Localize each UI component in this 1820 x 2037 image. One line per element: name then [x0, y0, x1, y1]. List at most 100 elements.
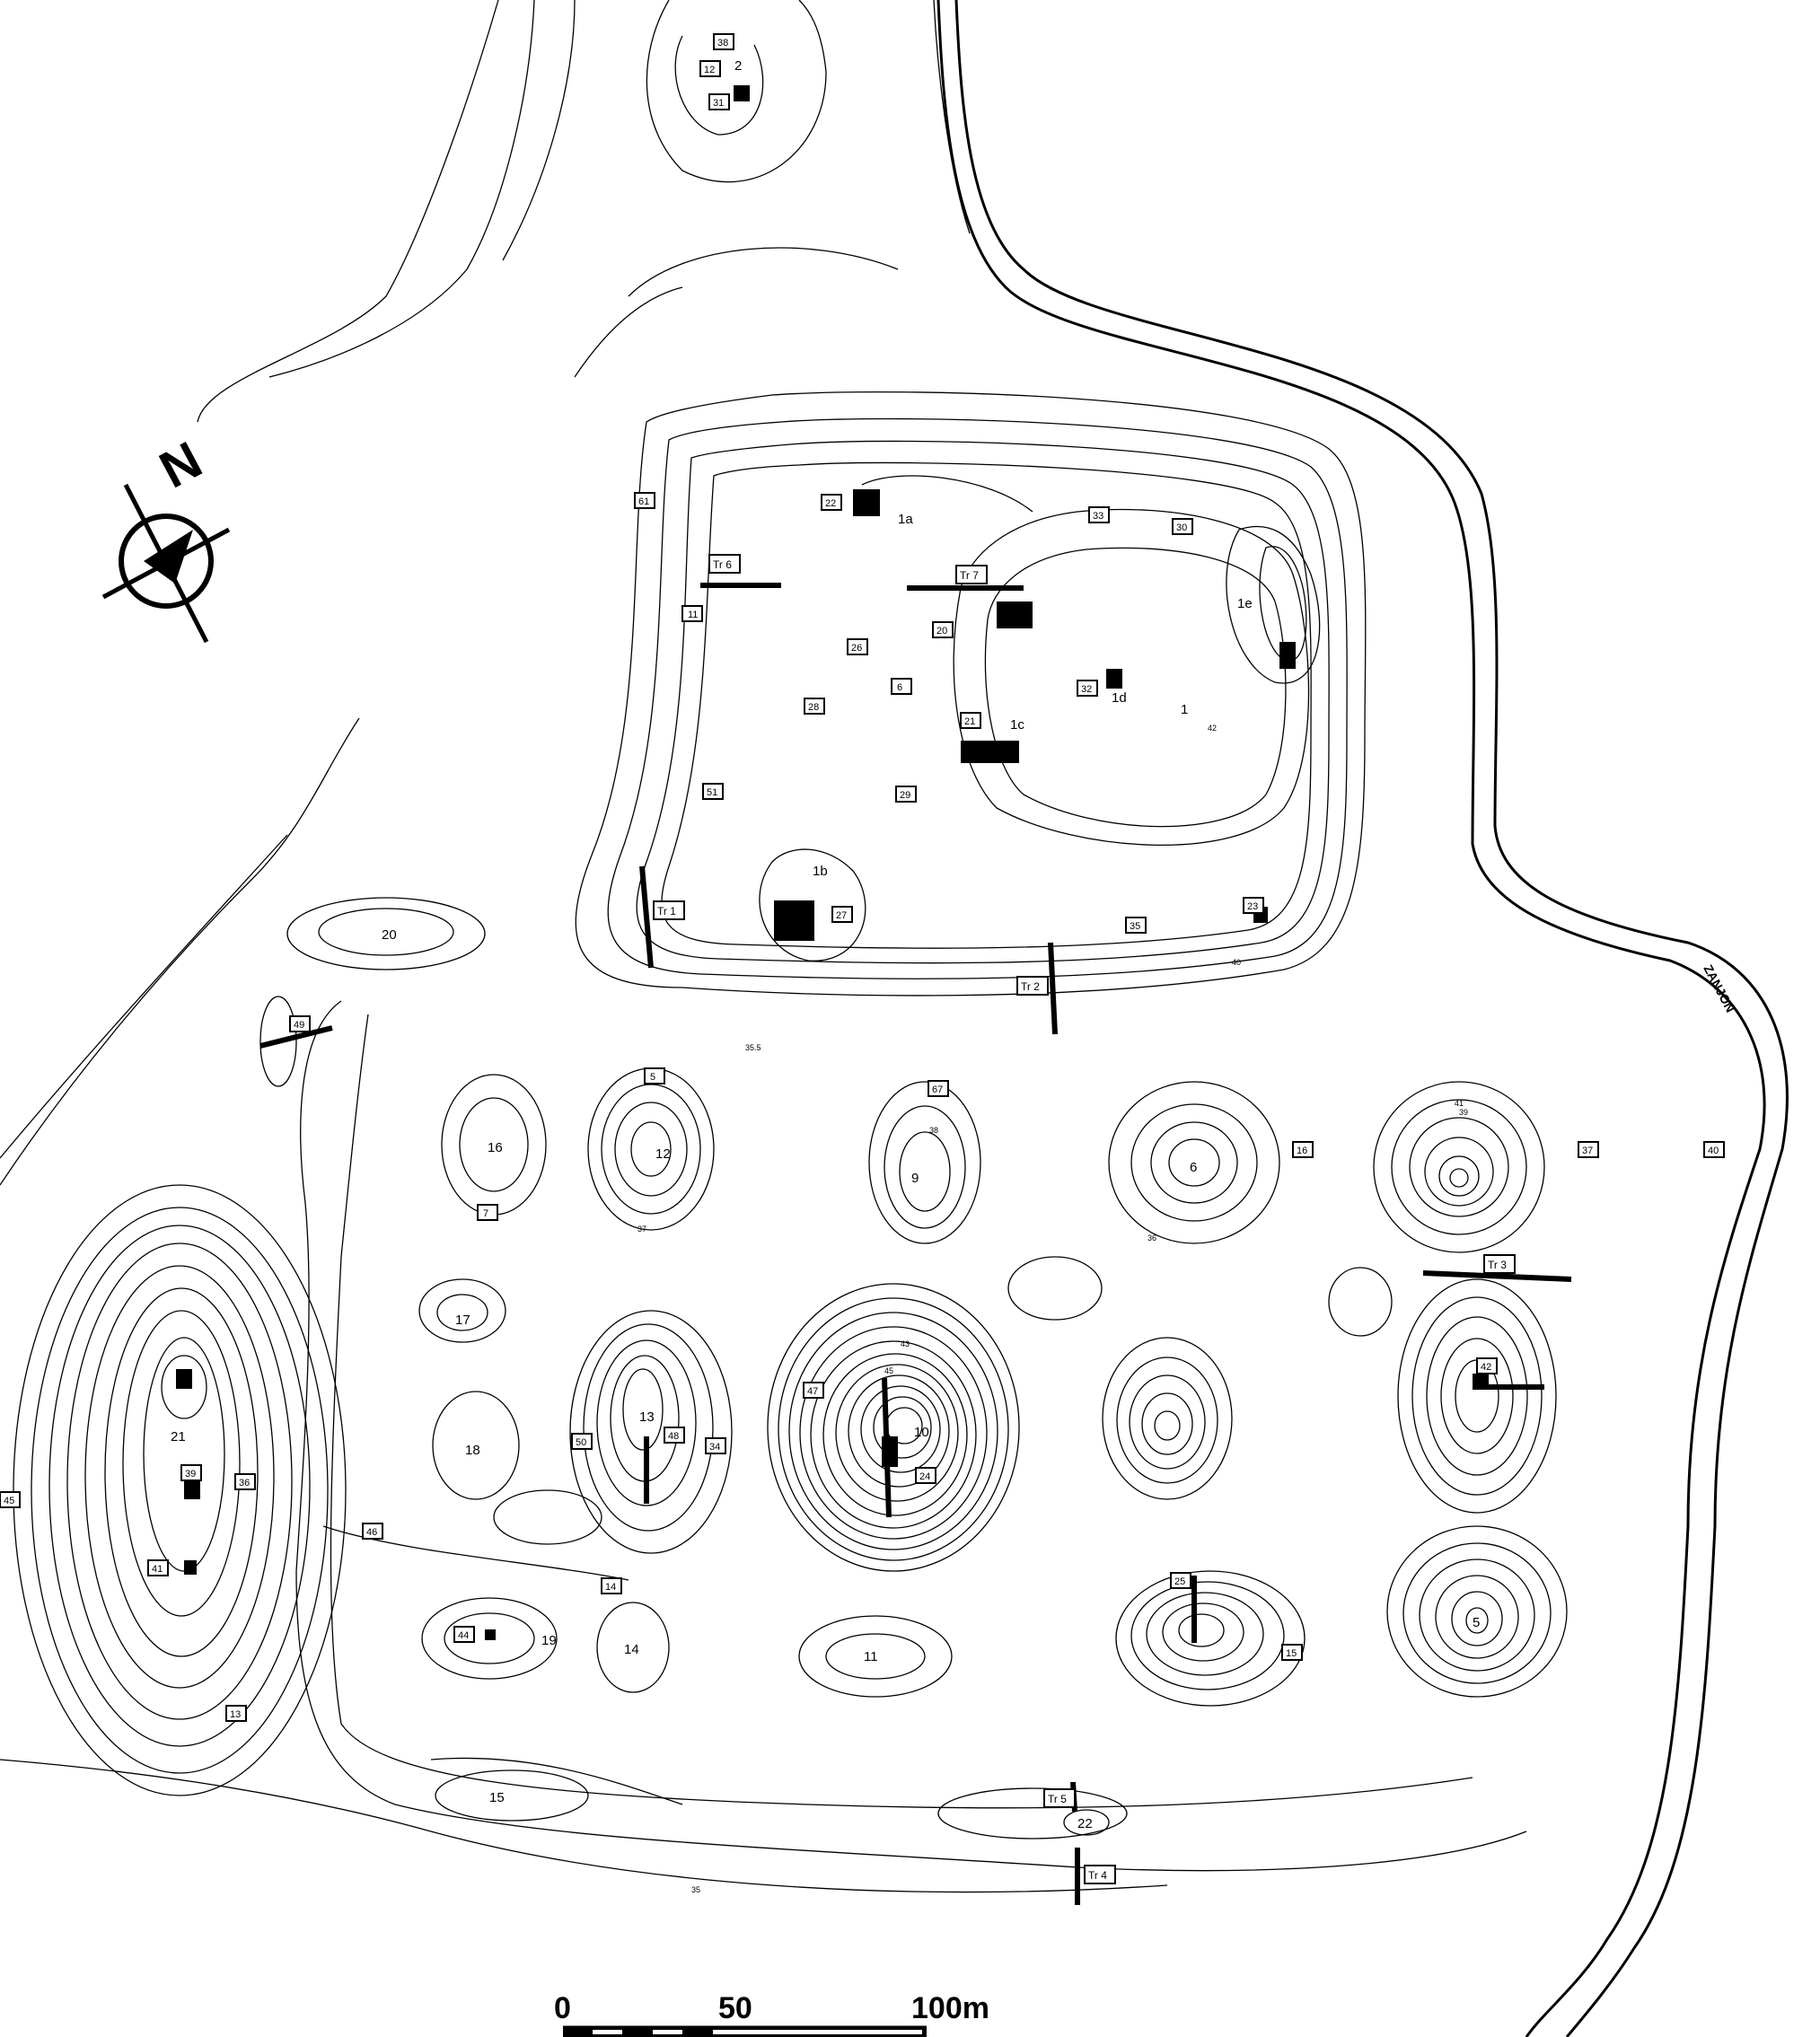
unit-label: 48 [668, 1431, 679, 1442]
mound-label: 1 [1181, 702, 1188, 717]
trench-label: Tr 3 [1488, 1259, 1507, 1271]
mound-8 [1102, 1337, 1233, 1500]
unit-label: 39 [185, 1469, 196, 1479]
contour-label: 39 [1459, 1108, 1468, 1117]
unit-label: 22 [825, 498, 836, 509]
unit-label: 5 [650, 1072, 655, 1083]
unit-labels: 5 6 7 11 12 13 14 15 16 20 21 22 23 24 2… [0, 33, 1725, 1722]
mound-label: 6 [1190, 1160, 1197, 1175]
unit-label: 51 [707, 787, 717, 798]
mound-13 [569, 1310, 733, 1554]
mound-label: 10 [914, 1425, 929, 1440]
unit-label: 41 [152, 1564, 163, 1575]
mound-label: 17 [455, 1313, 470, 1328]
trench-label: Tr 5 [1048, 1793, 1067, 1805]
scale-label: 0 [554, 1991, 571, 2025]
contour-label: 36 [1147, 1234, 1156, 1242]
mound-22 [937, 1787, 1128, 1839]
unit-label: 49 [294, 1020, 304, 1031]
unit-label: 29 [900, 790, 910, 801]
unit-label: 42 [1481, 1362, 1491, 1373]
unit-label: 61 [638, 496, 649, 507]
mound-label: 12 [655, 1146, 671, 1162]
mound-label: 11 [864, 1649, 878, 1664]
unit-label: 32 [1081, 684, 1092, 695]
mound-14 [596, 1602, 670, 1693]
mound-3 [1373, 1081, 1545, 1253]
unit-label: 37 [1582, 1146, 1593, 1156]
outer-contours [0, 0, 971, 1186]
unit-label: 30 [1176, 522, 1187, 533]
mound-17 [418, 1278, 506, 1343]
terrace-contours [575, 391, 1367, 997]
mound-15 [435, 1769, 589, 1822]
unit-label: 40 [1708, 1146, 1719, 1156]
trench-tr2 [1048, 942, 1058, 1035]
unit-label: 12 [704, 65, 715, 75]
mound-2 [1115, 1570, 1306, 1707]
mound-18 [432, 1391, 520, 1500]
trench-label: Tr 1 [657, 905, 676, 918]
unit-label: 15 [1286, 1648, 1297, 1659]
unit-label: 35 [1130, 921, 1140, 932]
unit-label: 44 [458, 1630, 469, 1641]
unit-label: 67 [932, 1084, 943, 1095]
mound-label: 1b [813, 864, 828, 879]
mound-label: 4 [1473, 1378, 1480, 1393]
small-rings [259, 996, 1393, 1545]
mound-20 [286, 897, 486, 970]
mound-19 [421, 1597, 558, 1680]
unit-label: 47 [807, 1386, 818, 1397]
mound-5 [1386, 1525, 1568, 1698]
north-label: N [151, 430, 212, 499]
unit-label: 7 [483, 1208, 488, 1219]
trench-09 [259, 1025, 333, 1049]
mound-9 [868, 1081, 981, 1244]
unit-label: 11 [688, 610, 698, 620]
unit-label: 38 [717, 38, 728, 48]
unit-label: 21 [964, 716, 975, 727]
unit-label: 28 [808, 702, 819, 713]
mound-label: 1a [898, 512, 913, 527]
contour-label: 35 [691, 1885, 700, 1894]
mound-label: 15 [489, 1790, 505, 1805]
mound-label: 14 [624, 1642, 639, 1657]
contour-label: 45 [884, 1366, 893, 1375]
mound-label: 13 [639, 1409, 655, 1425]
mound-label: 18 [465, 1443, 480, 1458]
contour-label: 38 [929, 1126, 938, 1135]
mound-labels: 1 1a 1b 1c 1d 1e 2 4 5 6 9 10 11 12 13 1… [171, 58, 1480, 1831]
mound-label: 2 [734, 58, 742, 74]
unit-label: 33 [1093, 511, 1103, 522]
mound-11 [798, 1615, 953, 1698]
unit-label: 14 [605, 1582, 616, 1593]
unit-label: 24 [919, 1471, 930, 1482]
trench-tr3 [1422, 1270, 1572, 1282]
mound-label: 1c [1010, 717, 1024, 733]
mound-label: 1d [1112, 690, 1127, 706]
contour-label: 40 [1232, 958, 1241, 967]
mound-label: 16 [488, 1140, 503, 1155]
contour-label: 43 [901, 1339, 910, 1348]
river-zanjon [936, 0, 1789, 2037]
unit-label: 16 [1297, 1146, 1307, 1156]
mound-12 [587, 1067, 715, 1231]
unit-label: 26 [851, 643, 862, 654]
north-arrow-icon: N [101, 430, 231, 644]
unit-label: 23 [1247, 901, 1258, 912]
unit-label: 46 [366, 1527, 377, 1538]
trenches [259, 583, 1572, 1905]
mound-label: 5 [1473, 1615, 1480, 1630]
unit-label: 6 [897, 682, 902, 693]
trench-labels: Tr 1 Tr 2 Tr 3 Tr 4 Tr 5 Tr 6 Tr 7 [653, 554, 1516, 1884]
unit-label: 50 [576, 1437, 586, 1448]
lower-field-contours [0, 1000, 1527, 1893]
mound-label: 22 [1077, 1816, 1093, 1831]
trench-label: Tr 2 [1021, 980, 1040, 993]
mound-21 [13, 1184, 347, 1796]
mound-label: 9 [911, 1171, 919, 1186]
unit-label: 45 [4, 1496, 14, 1506]
mound-6 [1108, 1081, 1280, 1244]
mound-label: 19 [541, 1633, 557, 1648]
